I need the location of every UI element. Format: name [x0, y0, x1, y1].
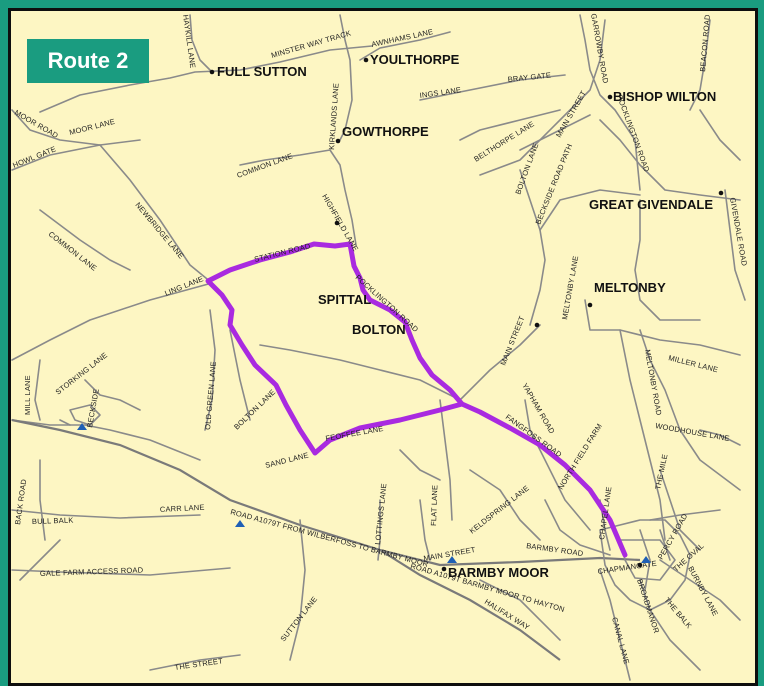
road-label: MELTONBY LANE — [560, 255, 580, 320]
place-dot — [607, 94, 613, 100]
road-label: SUTTON LANE — [278, 595, 319, 644]
place-dot — [334, 220, 340, 226]
road-label: BOLTON LANE — [513, 142, 540, 196]
place-label: SPITTAL — [318, 292, 371, 307]
road-label: GIVENDALE ROAD — [728, 197, 749, 267]
road-label: CHAPEL LANE — [597, 486, 613, 540]
road-label: BECKSIDE ROAD PATH — [534, 142, 575, 225]
village-beckside — [59, 404, 101, 426]
road-label: BULL BALK — [32, 516, 74, 526]
road-label: BOLTON LANE — [232, 387, 277, 431]
road-label: CARR LANE — [160, 503, 205, 514]
map-frame: HAYKILL LANE MINSTER WAY TRACK AWNHAMS L… — [8, 8, 758, 686]
road-label: GALE FARM ACCESS ROAD — [40, 565, 144, 578]
road-label: THE BALK — [662, 596, 693, 631]
place-dot — [718, 190, 724, 196]
place-label: GREAT GIVENDALE — [589, 197, 713, 212]
town-labels: FULL SUTTON YOULTHORPE BISHOP WILTON GOW… — [217, 52, 716, 580]
triangle-icon — [447, 556, 457, 563]
blue-triangle-markers — [77, 423, 651, 563]
road-label: NEWBRIDGE LANE — [133, 201, 185, 261]
road-label: MILLER LANE — [668, 353, 720, 374]
place-dot — [637, 562, 643, 568]
place-label: BARMBY MOOR — [448, 565, 549, 580]
road-label: KELDSPRING LANE — [468, 484, 531, 536]
place-markers — [209, 57, 724, 572]
road-network — [11, 14, 746, 681]
road-label: OLD GREEN LANE — [203, 361, 218, 430]
place-dot — [209, 69, 215, 75]
place-dot — [441, 566, 447, 572]
road-label: POCKLINGTON ROAD — [615, 94, 651, 174]
road-label: MILL LANE — [23, 375, 32, 415]
road-label: MOOR LANE — [68, 117, 116, 137]
road-label: MAIN STREET — [499, 314, 527, 366]
triangle-icon — [641, 556, 651, 563]
road-label: COMMON LANE — [47, 229, 99, 272]
village-barmby-moor — [599, 519, 691, 611]
road-label: ROAD A1079T FROM WILBERFOSS TO BARMBY MO… — [229, 507, 429, 569]
road-label: BACK ROAD — [13, 478, 28, 525]
road-label: COMMON LANE — [236, 151, 294, 180]
road-label: THE STREET — [174, 656, 224, 672]
road-label: HOWL GATE — [11, 144, 57, 170]
road-label: LOTTINGS LANE — [373, 483, 388, 545]
triangle-icon — [235, 520, 245, 527]
road-label: STORKING LANE — [54, 351, 109, 397]
place-label: MELTONBY — [594, 280, 666, 295]
place-label: YOULTHORPE — [370, 52, 460, 67]
road-label: BRAY GATE — [507, 70, 551, 83]
road-label: SAND LANE — [264, 450, 309, 469]
road-label: THE MILE — [653, 453, 669, 490]
road-labels: HAYKILL LANE MINSTER WAY TRACK AWNHAMS L… — [11, 13, 749, 672]
place-dot — [363, 57, 369, 63]
place-label: BISHOP WILTON — [613, 89, 716, 104]
road-label: CANAL LANE — [610, 616, 631, 665]
road-label: FANGFOSS ROAD — [504, 412, 564, 459]
place-dot — [534, 322, 540, 328]
triangle-icon — [77, 423, 87, 430]
route-map: HAYKILL LANE MINSTER WAY TRACK AWNHAMS L… — [11, 13, 749, 681]
road-label: BURNBY LANE — [686, 565, 720, 618]
road-label: BARMBY ROAD — [526, 541, 585, 558]
place-dot — [335, 138, 341, 144]
road-label: STATION ROAD — [253, 241, 311, 264]
road-label: MOOR ROAD — [13, 108, 60, 140]
road-label: HAYKILL LANE — [181, 14, 197, 69]
road-label: FEOFFEE LANE — [325, 424, 384, 443]
road-label: BECKSIDE — [85, 388, 101, 428]
place-label: FULL SUTTON — [217, 64, 307, 79]
road-label: FLAT LANE — [429, 485, 439, 526]
place-label: GOWTHORPE — [342, 124, 429, 139]
road-label: INGS LANE — [419, 85, 462, 100]
route-title: Route 2 — [27, 39, 149, 83]
road-label: MAIN STREET — [554, 89, 588, 139]
road-label: BEACON ROAD — [698, 14, 712, 73]
road-label: WOODHOUSE LANE — [655, 421, 731, 443]
place-dot — [587, 302, 593, 308]
place-label: BOLTON — [352, 322, 406, 337]
route-path — [205, 241, 628, 558]
